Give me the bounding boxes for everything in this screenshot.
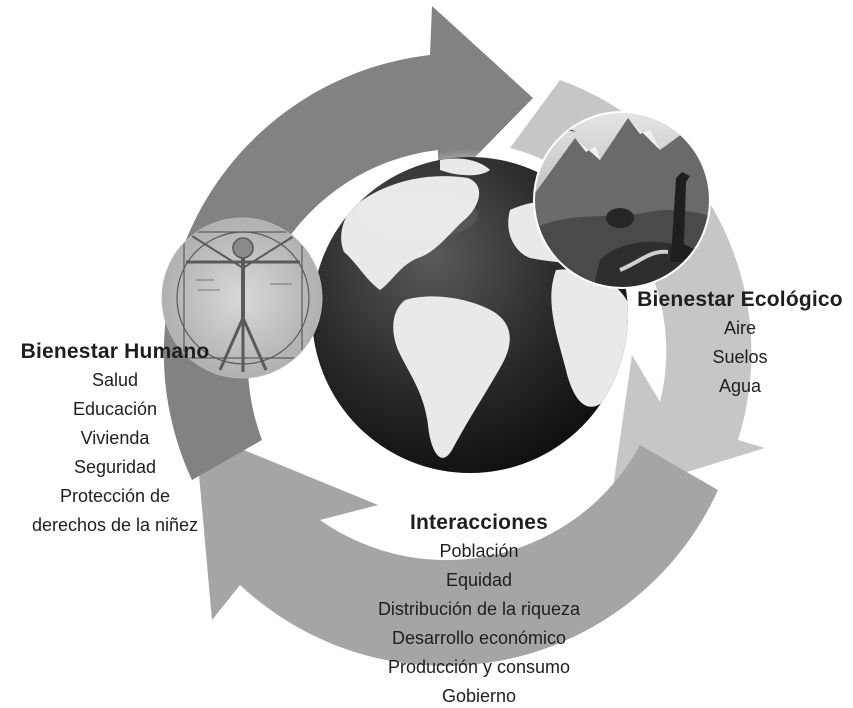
ecological-item: Agua bbox=[718, 376, 762, 396]
cycle-arrow-top bbox=[163, 6, 533, 480]
interactions-item: Equidad bbox=[445, 570, 513, 590]
human-item: Vivienda bbox=[80, 428, 150, 448]
ecological-wellbeing-title: Bienestar Ecológico bbox=[637, 288, 843, 311]
human-item: derechos de la niñez bbox=[31, 515, 199, 535]
interactions-block: Interacciones Población Equidad Distribu… bbox=[345, 508, 613, 708]
interactions-item: Gobierno bbox=[441, 686, 517, 706]
human-item: Educación bbox=[72, 399, 158, 419]
cycle-arrow-right bbox=[510, 80, 765, 495]
human-wellbeing-block: Bienestar Humano Salud Educación Viviend… bbox=[4, 337, 226, 540]
vitruvian-man-image bbox=[161, 217, 323, 379]
human-item: Salud bbox=[91, 370, 139, 390]
cycle-arrow-bottom bbox=[195, 430, 718, 666]
interactions-title: Interacciones bbox=[410, 511, 548, 534]
interactions-item: Producción y consumo bbox=[387, 657, 571, 677]
ecological-item: Suelos bbox=[712, 347, 768, 367]
human-item: Seguridad bbox=[73, 457, 157, 477]
interactions-item: Población bbox=[439, 541, 519, 561]
ecological-item: Aire bbox=[723, 318, 756, 338]
interactions-item: Desarrollo económico bbox=[391, 628, 567, 648]
ecological-wellbeing-block: Bienestar Ecológico Aire Suelos Agua bbox=[626, 285, 853, 401]
interactions-item: Distribución de la riqueza bbox=[377, 599, 581, 619]
human-item: Protección de bbox=[59, 486, 171, 506]
human-wellbeing-title: Bienestar Humano bbox=[20, 340, 210, 363]
